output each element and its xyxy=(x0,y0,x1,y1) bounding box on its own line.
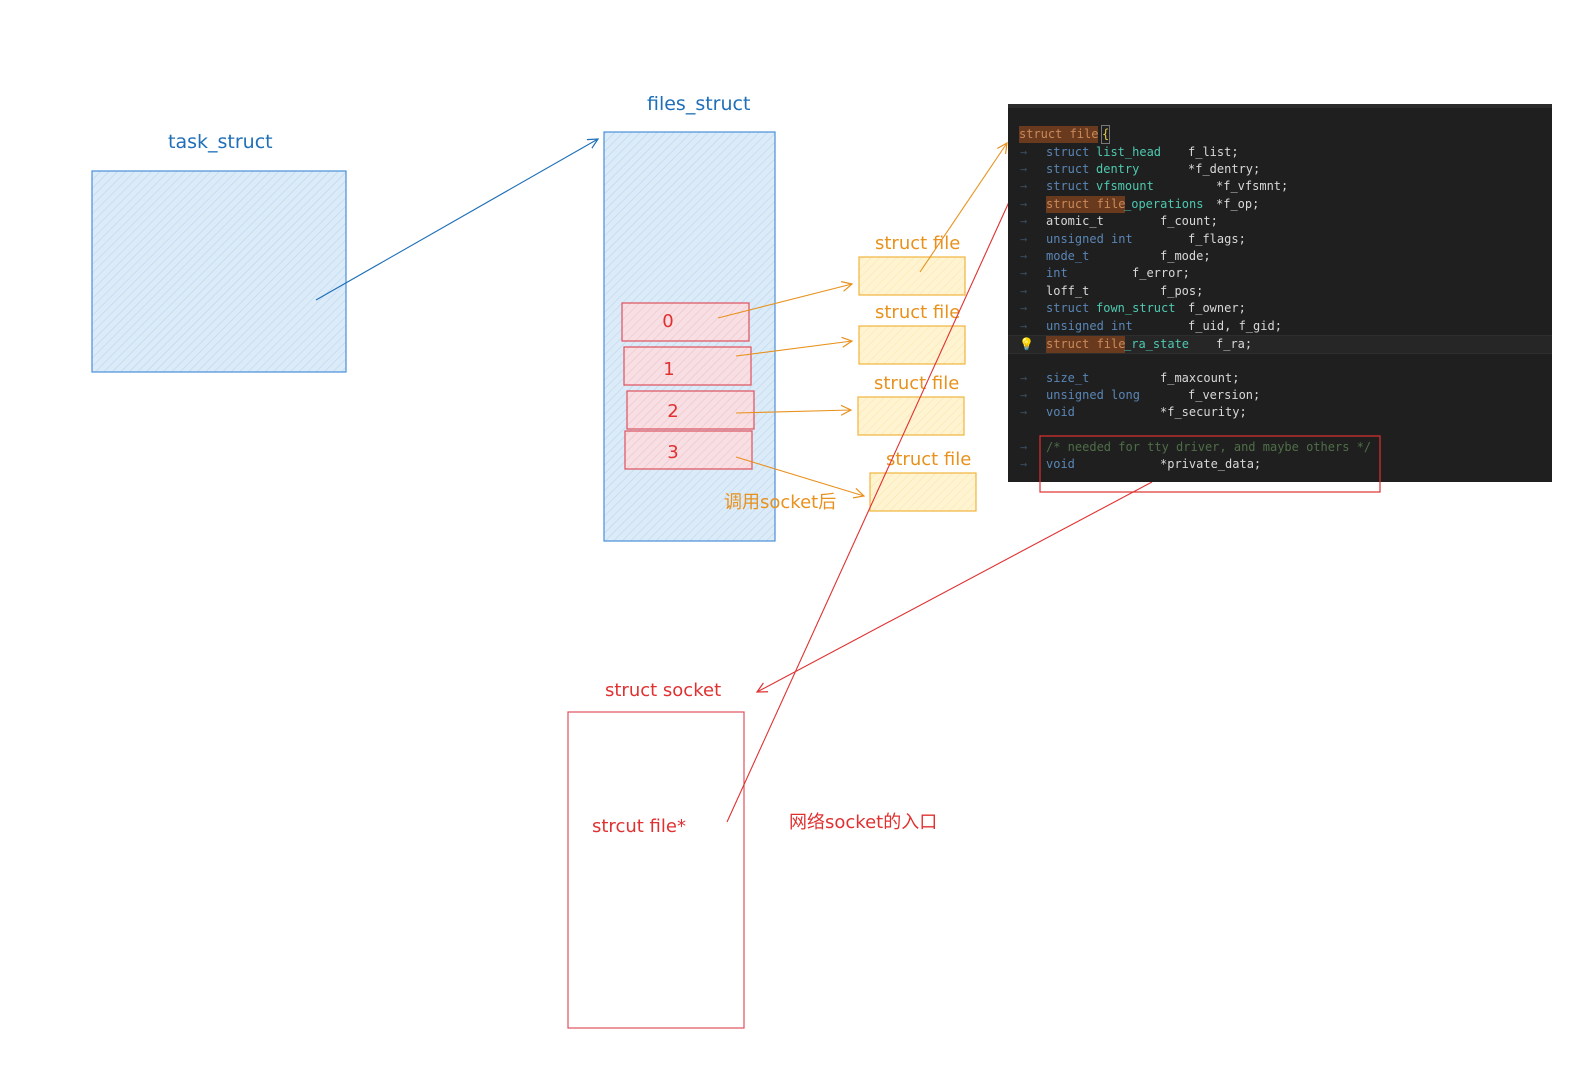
struct-file-label-3: struct file xyxy=(886,449,971,470)
struct-file-box-0[interactable] xyxy=(858,256,966,296)
fd-number: 1 xyxy=(663,359,674,380)
code-line: → struct fown_struct f_owner; xyxy=(1020,301,1246,315)
struct-file-label-2: struct file xyxy=(874,373,959,394)
socket-entry-note: 网络socket的入口 xyxy=(789,812,937,833)
struct-file-label-1: struct file xyxy=(875,302,960,323)
code-line: → void *f_security; xyxy=(1020,405,1247,419)
fd3-to-file-arrow xyxy=(735,456,864,496)
code-line: → int f_error; xyxy=(1020,266,1190,280)
task-to-files-arrow xyxy=(315,139,598,301)
fd-entry-2[interactable]: 2 xyxy=(626,390,755,430)
code-line: → struct list_head f_list; xyxy=(1020,145,1239,159)
struct-file-box-3[interactable] xyxy=(869,472,977,512)
task-struct-label: task_struct xyxy=(168,131,273,153)
socket-file-field: strcut file* xyxy=(592,816,686,837)
fd-entry-1[interactable]: 1 xyxy=(623,346,752,386)
code-line: → struct vfsmount *f_vfsmnt; xyxy=(1020,179,1289,193)
struct-socket-box[interactable] xyxy=(567,711,745,1029)
fd-entry-3[interactable]: 3 xyxy=(624,430,753,470)
code-line: → loff_t f_pos; xyxy=(1020,284,1204,298)
code-line: → size_t f_maxcount; xyxy=(1020,371,1240,385)
socket-file-to-struct-file-arrow xyxy=(726,158,1029,823)
code-line: → unsigned int f_uid, f_gid; xyxy=(1020,319,1282,333)
fd1-to-file-arrow xyxy=(735,341,852,357)
struct-file-label-0: struct file xyxy=(875,233,960,254)
code-line: → /* needed for tty driver, and maybe ot… xyxy=(1020,440,1372,454)
struct-file-box-1[interactable] xyxy=(858,325,966,365)
code-line-highlighted: 💡 struct file _ra_state f_ra; xyxy=(1008,335,1552,354)
code-line: → void *private_data; xyxy=(1020,457,1262,471)
file-to-code-arrow xyxy=(919,143,1007,273)
code-line: → struct dentry *f_dentry; xyxy=(1020,162,1261,176)
code-line: → mode_t f_mode; xyxy=(1020,249,1211,263)
fd-number: 2 xyxy=(667,401,678,422)
code-line: → atomic_t f_count; xyxy=(1020,214,1218,228)
code-line: → unsigned long f_version; xyxy=(1020,388,1261,402)
code-line: → struct file _operations *f_op; xyxy=(1020,196,1260,213)
lightbulb-icon[interactable]: 💡 xyxy=(1019,337,1034,351)
files-struct-label: files_struct xyxy=(647,93,750,115)
fd0-to-file-arrow xyxy=(717,284,852,319)
fd-number: 3 xyxy=(667,442,678,463)
fd-number: 0 xyxy=(662,311,673,332)
code-line: → unsigned int f_flags; xyxy=(1020,232,1246,246)
struct-socket-label: struct socket xyxy=(605,680,721,701)
code-line: struct file { xyxy=(1019,125,1111,144)
after-socket-label: 调用socket后 xyxy=(724,492,836,513)
task-struct-box[interactable] xyxy=(91,170,347,373)
struct-file-code-panel: struct file { → struct list_head f_list;… xyxy=(1008,104,1552,482)
fd-entry-0[interactable]: 0 xyxy=(621,302,750,342)
fd2-to-file-arrow xyxy=(735,410,851,413)
struct-file-box-2[interactable] xyxy=(857,396,965,436)
private-data-to-socket-arrow xyxy=(757,481,1153,692)
